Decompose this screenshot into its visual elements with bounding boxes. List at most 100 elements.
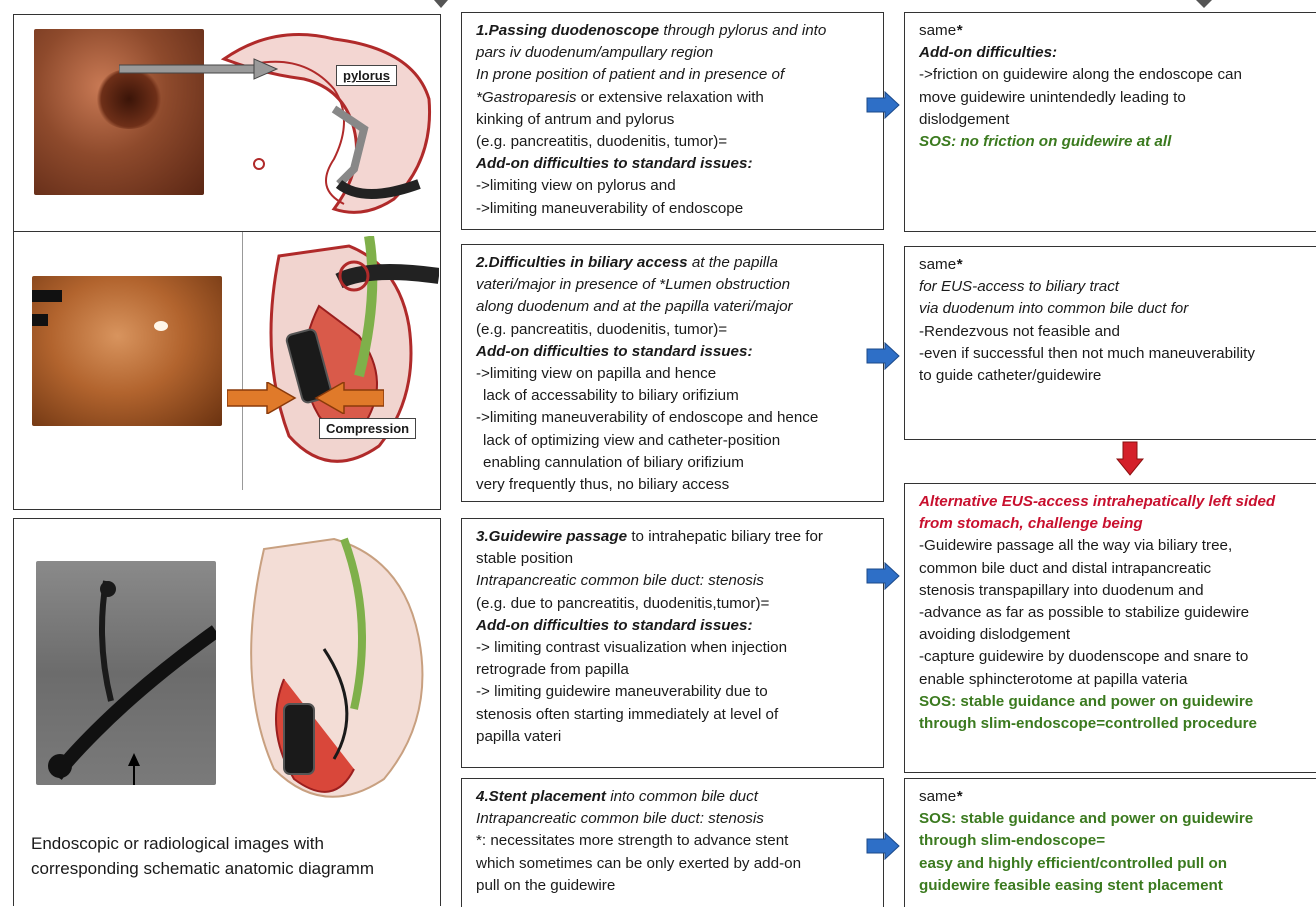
red-down-arrow (1116, 441, 1144, 477)
text-segment: Add-on difficulties to standard issues: (476, 343, 753, 360)
text-segment: enable sphincterotome at papilla vateria (919, 671, 1187, 688)
image-panel-3: Endoscopic or radiological images with c… (13, 518, 441, 906)
text-line: to guide catheter/guidewire (919, 365, 1304, 387)
text-segment: along duodenum and at the papilla vateri… (476, 298, 793, 315)
text-segment: 2.Difficulties in biliary access (476, 254, 688, 271)
image-panel-1: pylorus (13, 14, 441, 232)
sos-1-box: same* Add-on difficulties:->friction on … (904, 12, 1316, 232)
text-line: Intrapancreatic common bile duct: stenos… (476, 808, 871, 830)
text-segment: through slim-endoscope= (919, 832, 1105, 849)
text-segment: Intrapancreatic common bile duct: stenos… (476, 810, 764, 827)
text-line: -> limiting guidewire maneuverability du… (476, 681, 871, 703)
text-line: pull on the guidewire (476, 875, 871, 897)
text-segment: same (919, 22, 956, 39)
text-segment: at the papilla (688, 254, 778, 271)
text-segment: * (956, 22, 962, 39)
text-segment: papilla vateri (476, 728, 561, 745)
step-3-box: 3.Guidewire passage to intrahepatic bili… (461, 518, 884, 768)
text-segment: into common bile duct (606, 788, 758, 805)
text-segment: move guidewire unintendedly leading to (919, 89, 1186, 106)
text-line: retrograde from papilla (476, 659, 871, 681)
text-line: Intrapancreatic common bile duct: stenos… (476, 570, 871, 592)
text-line: -Guidewire passage all the way via bilia… (919, 535, 1304, 557)
sos-4-box: same* SOS: stable guidance and power on g… (904, 778, 1316, 907)
text-segment: kinking of antrum and pylorus (476, 111, 674, 128)
text-segment: pars iv duodenum/ampullary region (476, 44, 713, 61)
text-line: for EUS-access to biliary tract (919, 276, 1304, 298)
text-line: avoiding dislodgement (919, 624, 1304, 646)
text-line: -advance as far as possible to stabilize… (919, 602, 1304, 624)
text-segment: dislodgement (919, 111, 1009, 128)
text-segment: -capture guidewire by duodenscope and sn… (919, 648, 1248, 665)
text-line: *: necessitates more strength to advance… (476, 830, 871, 852)
text-line: very frequently thus, no biliary access (476, 474, 871, 496)
pylorus-pointer-arrow (119, 57, 279, 81)
text-line: same* (919, 786, 1304, 808)
text-segment: to guide catheter/guidewire (919, 367, 1101, 384)
text-line: SOS: stable guidance and power on guidew… (919, 808, 1304, 830)
compression-label: Compression (319, 418, 416, 439)
text-segment: Alternative EUS-access intrahepatically … (919, 493, 1275, 510)
text-line: Add-on difficulties to standard issues: (476, 341, 871, 363)
text-line: -even if successful then not much maneuv… (919, 343, 1304, 365)
text-line: through slim-endoscope=controlled proced… (919, 713, 1304, 735)
text-segment: to intrahepatic biliary tree for (627, 528, 823, 545)
text-line: dislodgement (919, 109, 1304, 131)
text-line: common bile duct and distal intrapancrea… (919, 558, 1304, 580)
text-segment: 4.Stent placement (476, 788, 606, 805)
text-segment: Add-on difficulties to standard issues: (476, 155, 753, 172)
text-segment: SOS: stable guidance and power on guidew… (919, 810, 1253, 827)
sos-3-box: Alternative EUS-access intrahepatically … (904, 483, 1316, 773)
text-segment: -Guidewire passage all the way via bilia… (919, 537, 1232, 554)
text-segment: stenosis often starting immediately at l… (476, 706, 778, 723)
text-line: via duodenum into common bile duct for (919, 298, 1304, 320)
text-line: vateri/major in presence of *Lumen obstr… (476, 274, 871, 296)
text-segment: for EUS-access to biliary tract (919, 278, 1119, 295)
text-segment: SOS: stable guidance and power on guidew… (919, 693, 1253, 710)
blue-arrow-row-4 (865, 832, 901, 860)
text-line: Add-on difficulties: (919, 42, 1304, 64)
text-line: *Gastroparesis or extensive relaxation w… (476, 87, 871, 109)
text-line: SOS: stable guidance and power on guidew… (919, 691, 1304, 713)
text-line: In prone position of patient and in pres… (476, 64, 871, 86)
text-line: Add-on difficulties to standard issues: (476, 153, 871, 175)
blue-arrow-row-2 (865, 342, 901, 370)
text-segment: ->limiting view on papilla and hence (476, 365, 716, 382)
text-line: from stomach, challenge being (919, 513, 1304, 535)
text-segment: retrograde from papilla (476, 661, 629, 678)
image-panel-2: Compression (13, 232, 441, 510)
text-segment: same (919, 256, 956, 273)
text-segment: avoiding dislodgement (919, 626, 1070, 643)
text-segment: lack of accessability to biliary orifizi… (483, 387, 739, 404)
text-line: stable position (476, 548, 871, 570)
text-line: which sometimes can be only exerted by a… (476, 853, 871, 875)
partial-top-left-arrow (434, 0, 448, 10)
text-line: ->limiting maneuverability of endoscope (476, 198, 871, 220)
text-line: -capture guidewire by duodenscope and sn… (919, 646, 1304, 668)
text-segment: stable position (476, 550, 573, 567)
text-line: same* (919, 20, 1304, 42)
text-segment: Add-on difficulties: (919, 44, 1057, 61)
text-segment: or extensive relaxation with (576, 89, 763, 106)
partial-top-right-arrow (1196, 0, 1212, 10)
endoscopic-photo-papilla (32, 276, 222, 426)
text-line: same* (919, 254, 1304, 276)
blue-arrow-row-1 (865, 91, 901, 119)
text-segment: 1.Passing duodenoscope (476, 22, 659, 39)
endoscopic-photo-pylorus (34, 29, 204, 195)
text-segment: (e.g. due to pancreatitis, duodenitis,tu… (476, 595, 769, 612)
text-segment: via duodenum into common bile duct for (919, 300, 1188, 317)
text-line: move guidewire unintendedly leading to (919, 87, 1304, 109)
text-segment: which sometimes can be only exerted by a… (476, 855, 801, 872)
text-line: 3.Guidewire passage to intrahepatic bili… (476, 526, 871, 548)
text-line: 1.Passing duodenoscope through pylorus a… (476, 20, 871, 42)
text-line: kinking of antrum and pylorus (476, 109, 871, 131)
text-segment: easy and highly efficient/controlled pul… (919, 855, 1227, 872)
text-segment: * (956, 788, 962, 805)
figure-caption: Endoscopic or radiological images with c… (31, 831, 374, 881)
text-segment: 3.Guidewire passage (476, 528, 627, 545)
text-segment: stenosis transpapillary into duodenum an… (919, 582, 1204, 599)
sos-2-box: same* for EUS-access to biliary tract via… (904, 246, 1316, 440)
compression-arrow-left (314, 382, 384, 414)
blue-arrow-row-3 (865, 562, 901, 590)
